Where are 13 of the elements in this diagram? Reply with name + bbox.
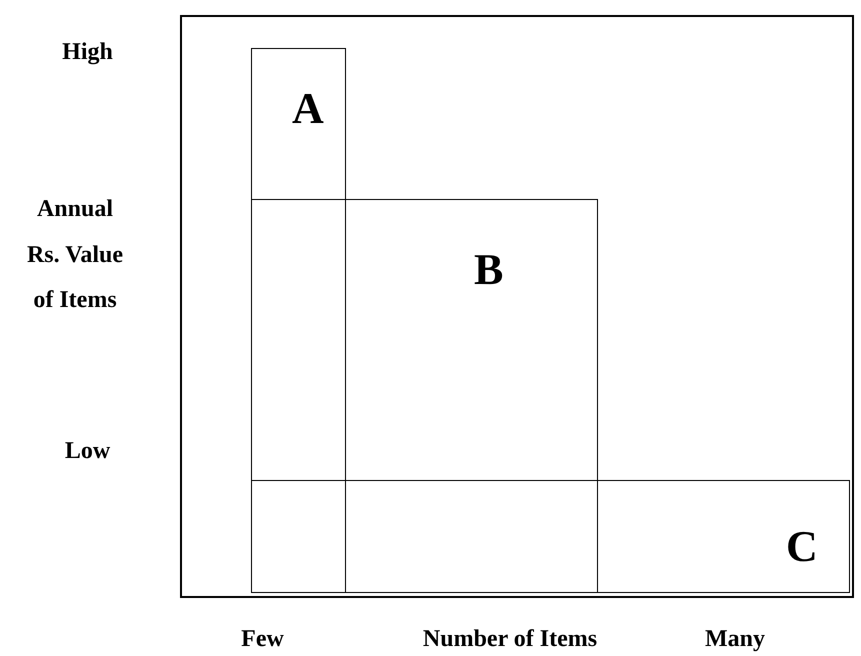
axis-label: Few (240, 625, 285, 654)
category-letter: A (292, 87, 324, 131)
category-box (345, 199, 598, 481)
empty-cell-box (251, 480, 346, 593)
category-letter: C (786, 525, 818, 569)
category-letter: B (474, 248, 504, 292)
category-box (251, 48, 346, 200)
category-box (597, 480, 850, 593)
axis-label: Many (704, 625, 766, 654)
axis-title: Annual Rs. Value of Items (26, 195, 124, 316)
axis-label: High (61, 38, 114, 67)
axis-title: Number of Items (422, 625, 598, 654)
axis-label: Low (64, 437, 112, 466)
